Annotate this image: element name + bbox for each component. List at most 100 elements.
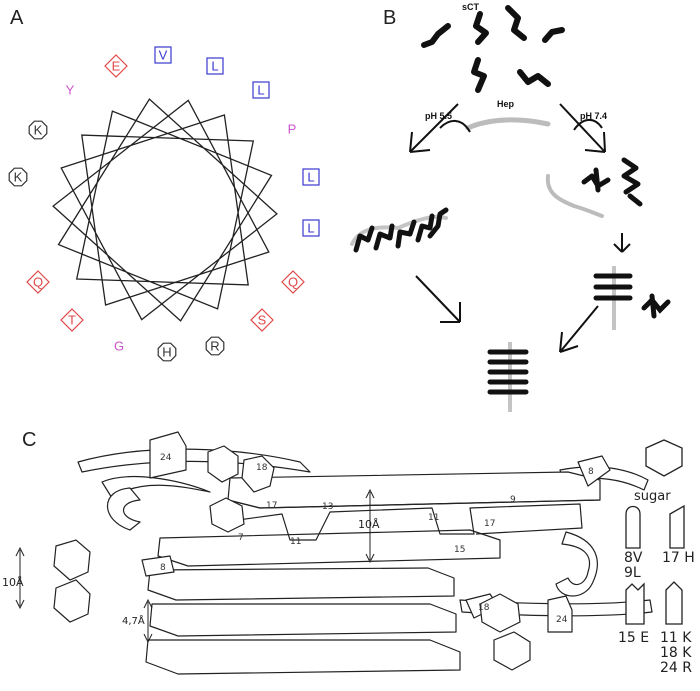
residue-label: Q xyxy=(33,275,43,290)
heparin-oligomer-ph-7-4 xyxy=(545,157,643,218)
peptide-oligomer xyxy=(627,193,643,207)
peptide-monomer xyxy=(471,57,487,93)
sugar-rings xyxy=(53,445,531,671)
residue-marker-diamond xyxy=(26,270,50,294)
peptide-monomer xyxy=(542,27,565,43)
vertical-spacing-label: 10Å xyxy=(2,576,24,589)
peptide-monomer xyxy=(473,11,489,45)
residue-label: S xyxy=(258,313,267,328)
residue-l: L xyxy=(302,168,320,186)
peptide-monomer xyxy=(427,207,449,239)
residue-number: 24 xyxy=(160,453,172,463)
peptide-oligomer xyxy=(353,225,375,253)
legend-shape-rounded xyxy=(625,505,641,549)
curve-arrow-left xyxy=(439,120,471,133)
residue-q: Q xyxy=(281,270,305,294)
residue-label: K xyxy=(34,123,43,138)
residue-q: Q xyxy=(26,270,50,294)
residue-p: P xyxy=(288,122,297,137)
ph-5-5-label: pH 5.5 xyxy=(425,111,452,121)
heparin-chain xyxy=(545,174,604,218)
spacing-arrows xyxy=(15,488,375,644)
residue-label: P xyxy=(288,122,297,137)
arrowhead xyxy=(409,131,431,153)
sugar-ring xyxy=(209,497,245,533)
residue-tab xyxy=(547,595,573,633)
legend-line: 18 K xyxy=(660,645,692,661)
sct-label: sCT xyxy=(462,2,480,12)
legend xyxy=(625,439,685,625)
residue-l: L xyxy=(206,57,224,75)
sugar-ring xyxy=(53,579,91,623)
residue-marker-octagon xyxy=(8,167,28,187)
residue-marker-diamond xyxy=(281,270,305,294)
residue-label: L xyxy=(307,221,314,236)
arrowhead xyxy=(440,302,461,323)
residue-number: 24 xyxy=(556,615,568,625)
residue-v: V xyxy=(154,46,172,64)
residue-number: 8 xyxy=(588,467,594,477)
residue-label: G xyxy=(114,339,124,354)
peptide-monomer xyxy=(641,293,671,319)
peptide-oligomer xyxy=(621,157,641,195)
peptide-monomer xyxy=(505,5,527,41)
residue-marker-octagon xyxy=(157,342,177,362)
center-spacing-arrow xyxy=(365,488,375,564)
center-spacing-label: 10Å xyxy=(358,518,380,531)
residue-k: K xyxy=(8,167,28,187)
sugar-legend-hexagon xyxy=(645,439,683,477)
peptide-oligomer xyxy=(415,213,435,243)
residue-tab xyxy=(577,455,611,487)
residue-label: Y xyxy=(66,83,75,98)
residue-marker-diamond xyxy=(250,308,274,332)
sugar-ring xyxy=(493,631,531,671)
sugar-ring xyxy=(207,445,239,483)
sugar-legend-label: sugar xyxy=(634,489,671,504)
legend-line: 11 K xyxy=(660,630,692,646)
legend-shape-slanted xyxy=(669,504,685,549)
residue-marker-octagon xyxy=(205,336,225,356)
sugar-ring xyxy=(479,593,521,633)
beta-strand-lower xyxy=(145,639,461,675)
residue-label: R xyxy=(210,339,219,354)
arrowhead xyxy=(559,331,579,353)
legend-shape-pointed xyxy=(665,581,683,625)
residue-tab xyxy=(149,431,187,479)
hep-label: Hep xyxy=(497,99,515,109)
residue-h: H xyxy=(157,342,177,362)
arrowhead xyxy=(584,131,606,153)
sugar-ring xyxy=(53,539,91,581)
residue-label: E xyxy=(112,59,121,74)
residue-label: T xyxy=(68,313,76,328)
residue-number: 18 xyxy=(256,463,268,473)
residue-number: 11 xyxy=(290,537,301,547)
residue-number: 17 xyxy=(484,519,495,529)
vertical-spacing-arrow xyxy=(15,546,25,610)
panel-a-letter: A xyxy=(10,7,24,29)
peptide-oligomer xyxy=(593,167,601,193)
legend-group-3: 15 E xyxy=(618,630,649,646)
residue-marker-square xyxy=(252,81,270,99)
residue-marker-square xyxy=(302,168,320,186)
sheet-edge xyxy=(227,499,601,509)
residue-y: Y xyxy=(66,83,75,98)
residue-marker-octagon xyxy=(28,120,48,140)
peptide-oligomer xyxy=(395,219,417,249)
arrowhead xyxy=(613,243,631,253)
residue-label: K xyxy=(14,170,23,185)
sheet-step xyxy=(237,503,583,541)
residue-label: L xyxy=(211,59,218,74)
residue-number: 18 xyxy=(478,603,490,613)
beta-strand-lower xyxy=(149,603,457,637)
arrow-to-fibril-right xyxy=(559,305,599,353)
beta-strand-lower xyxy=(147,567,455,601)
residue-label: Q xyxy=(288,275,298,290)
peptide-oligomer xyxy=(373,223,395,251)
curve-arrow-right xyxy=(573,119,603,131)
heparin-chain xyxy=(465,117,551,131)
residue-marker-diamond xyxy=(60,308,84,332)
